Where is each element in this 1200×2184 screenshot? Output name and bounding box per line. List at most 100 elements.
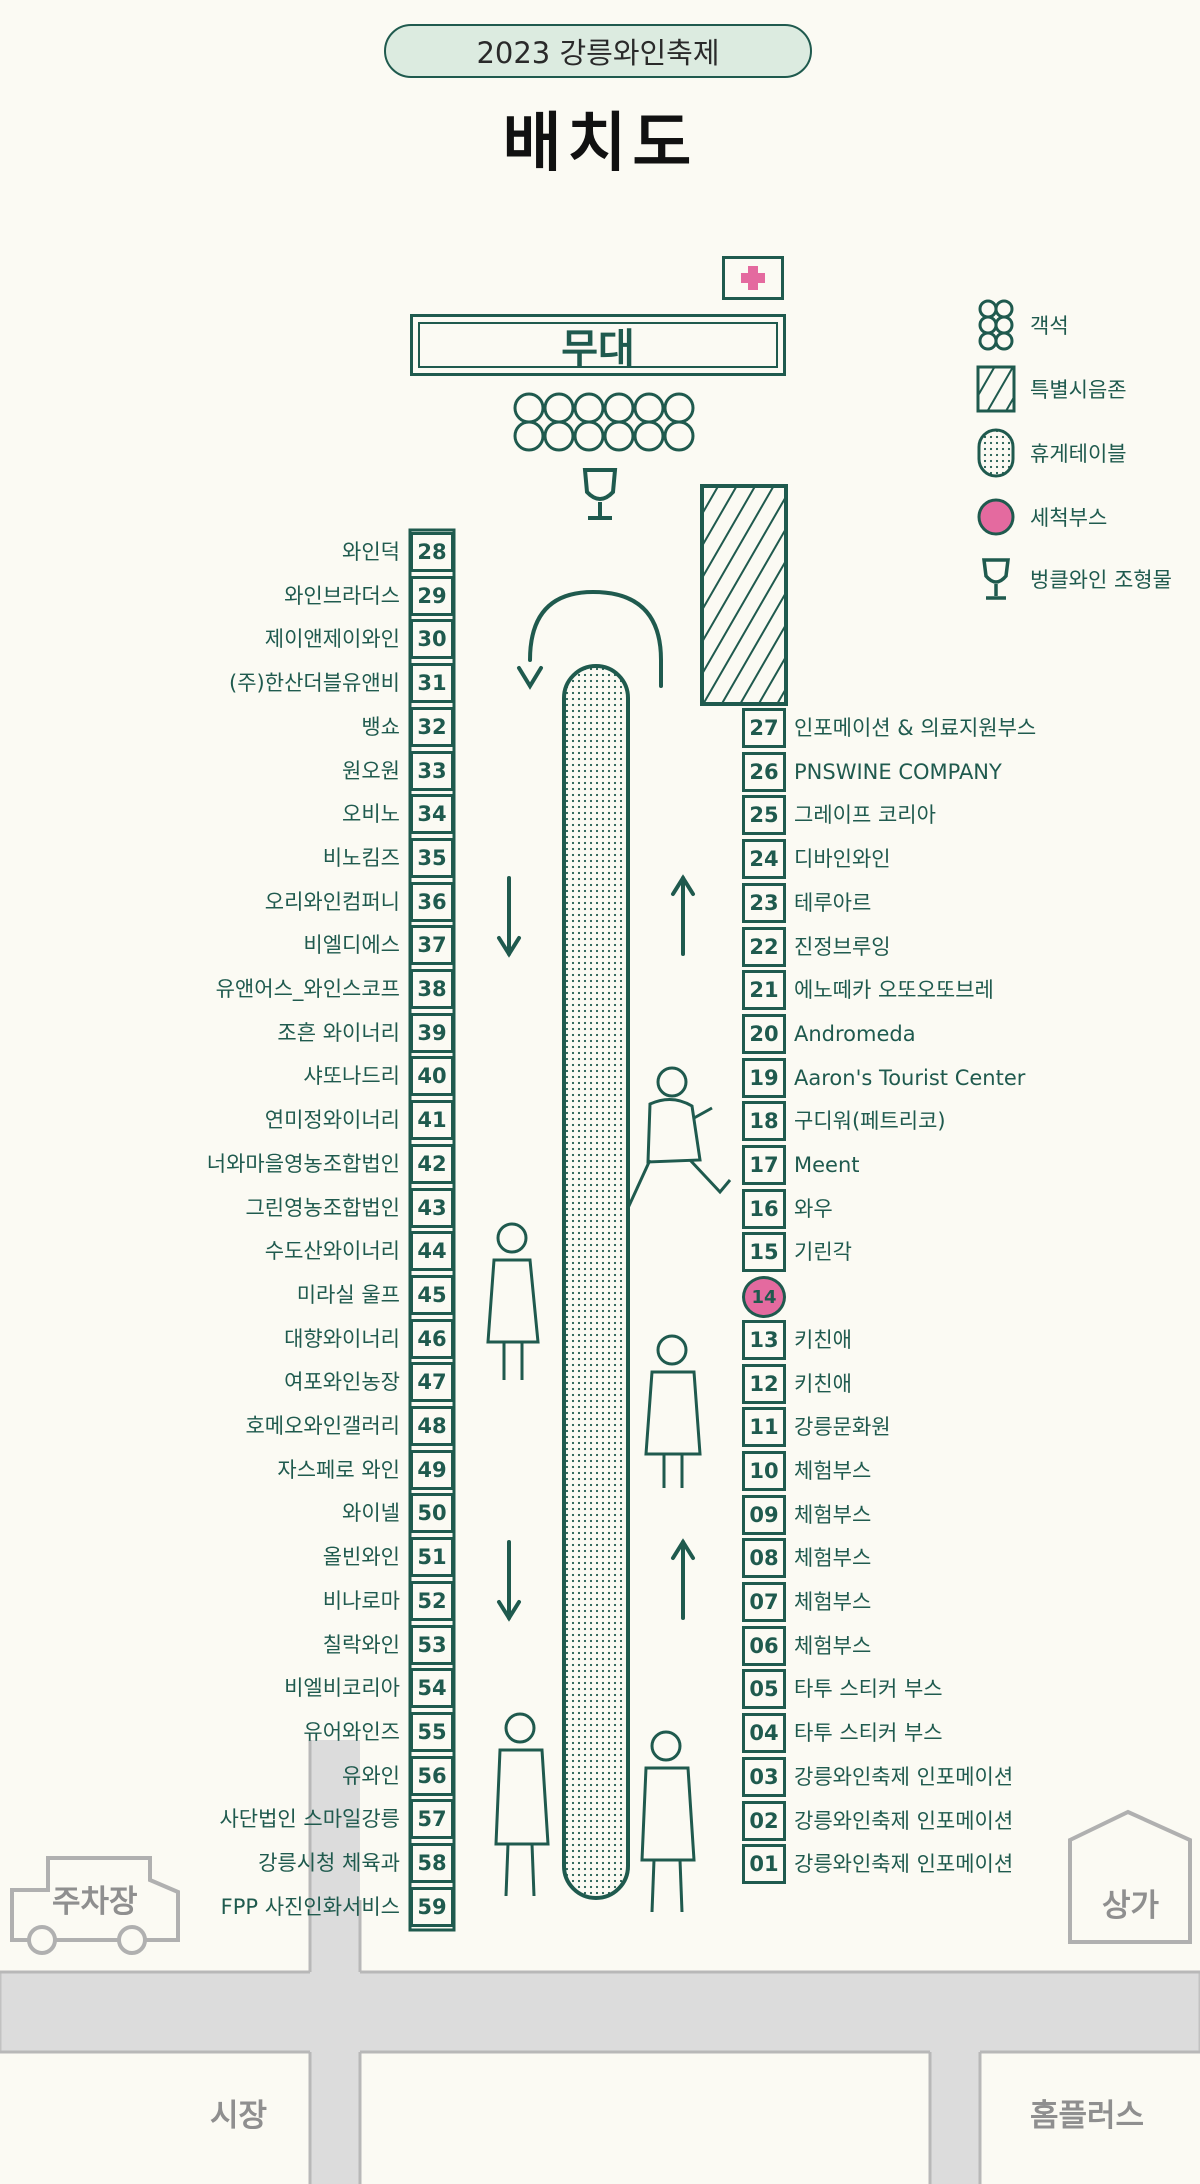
booth-number: 38 — [410, 969, 454, 1009]
legend-rest-table: 휴게테이블 — [976, 428, 1127, 478]
booth-name: 인포메이션 & 의료지원부스 — [794, 716, 1037, 740]
booth-number: 13 — [742, 1319, 786, 1360]
booth-name: 강릉문화원 — [794, 1415, 891, 1440]
rest-table-area — [562, 664, 630, 1900]
legend-seating: 객석 — [976, 299, 1069, 351]
booth-name: Aaron's Tourist Center — [794, 1065, 1026, 1090]
stage: 무대 — [410, 314, 786, 376]
booth-number: 03 — [742, 1756, 786, 1797]
booth-number: 31 — [410, 663, 454, 704]
booth-name: 미라실 울프 — [296, 1282, 400, 1307]
booth-number: 42 — [410, 1143, 454, 1184]
booth-number: 05 — [742, 1669, 786, 1710]
booth-name: 자스페로 와인 — [277, 1457, 400, 1482]
booth-name: PNSWINE COMPANY — [794, 759, 1002, 784]
booth-number: 11 — [742, 1407, 786, 1448]
booth-name: 제이앤제이와인 — [264, 627, 400, 652]
roads — [0, 1740, 1200, 2184]
booth-name: 뱅쇼 — [361, 714, 400, 739]
booth-name: 키친애 — [794, 1327, 852, 1352]
booth-number: 45 — [410, 1274, 454, 1315]
booth-name: 구디워(페트리코) — [794, 1109, 946, 1134]
booth-number: 01 — [742, 1844, 786, 1885]
booth-name: 체험부스 — [794, 1546, 872, 1571]
booth-number: 04 — [742, 1713, 786, 1754]
booth-number: 20 — [742, 1013, 786, 1054]
booth-name: 사단법인 스마일강릉 — [219, 1807, 400, 1832]
booth-number: 54 — [410, 1668, 454, 1709]
booth-number: 07 — [742, 1582, 786, 1622]
booth-name: 디바인와인 — [794, 847, 891, 872]
rest-table-icon — [977, 428, 1015, 478]
festival-name-badge: 2023 강릉와인축제 — [384, 24, 812, 78]
booth-name: 타투 스티커 부스 — [794, 1721, 943, 1746]
booth-number: 33 — [410, 750, 454, 791]
booth-number: 26 — [742, 751, 786, 792]
booth-number: 44 — [410, 1231, 454, 1272]
booth-name: 체험부스 — [794, 1633, 872, 1658]
booth-name: 여포와인농장 — [284, 1370, 400, 1395]
booth-number: 17 — [742, 1145, 786, 1185]
road-to-parking — [310, 1740, 360, 1980]
booth-number: 21 — [742, 970, 786, 1011]
special-tasting-zone-icon — [976, 365, 1016, 413]
booth-name: 와우 — [794, 1196, 833, 1221]
left-booth-column — [408, 528, 456, 1932]
booth-number: 48 — [410, 1406, 454, 1446]
shop-building-icon — [1068, 1809, 1192, 1944]
parking-label: 주차장 — [52, 1884, 138, 1920]
booth-name: 원오원 — [342, 758, 400, 783]
booth-number: 29 — [410, 575, 454, 616]
legend-label: 휴게테이블 — [1030, 442, 1127, 466]
legend-label: 세척부스 — [1030, 506, 1108, 530]
booth-number: 36 — [410, 881, 454, 922]
booth-number: 25 — [742, 795, 786, 836]
booth-number: 51 — [410, 1537, 454, 1578]
booth-name: 진정브루잉 — [794, 934, 891, 959]
booth-number: 58 — [410, 1843, 454, 1883]
woman-with-bottle-illustration — [486, 1222, 540, 1380]
booth-number: 27 — [742, 708, 786, 748]
booth-number: 46 — [410, 1318, 454, 1359]
booth-number: 56 — [410, 1755, 454, 1796]
booth-number: 53 — [410, 1624, 454, 1665]
booth-number: 35 — [410, 837, 454, 878]
booth-name: 그레이프 코리아 — [794, 803, 936, 828]
booth-name: 연미정와이너리 — [264, 1108, 400, 1133]
booth-name: 비엘비코리아 — [284, 1676, 400, 1701]
booth-name: (주)한산더블유앤비 — [229, 671, 400, 696]
booth-number: 12 — [742, 1363, 786, 1404]
booth-name: 유와인 — [342, 1763, 400, 1788]
booth-number: 10 — [742, 1450, 786, 1491]
booth-name: 강릉와인축제 인포메이션 — [794, 1808, 1014, 1833]
legend-label: 특별시음존 — [1030, 378, 1127, 402]
booth-number: 24 — [742, 839, 786, 880]
booth-name: Meent — [794, 1153, 860, 1177]
booth-number: 50 — [410, 1493, 454, 1534]
legend-wine-sculpture: 벙클와인 조형물 — [976, 554, 1172, 604]
booth-name: 유어와인즈 — [303, 1719, 400, 1744]
special-tasting-zone — [700, 484, 788, 706]
booth-name: 오리와인컴퍼니 — [264, 889, 400, 914]
booth-name: 키친애 — [794, 1371, 852, 1396]
booth-name: 비노킴즈 — [322, 845, 400, 870]
booth-number: 28 — [410, 532, 454, 572]
booth-number: 59 — [410, 1886, 454, 1927]
wine-glass-sculpture-icon — [982, 558, 1010, 600]
woman-holding-glass-illustration — [644, 1334, 702, 1488]
booth-name: 와인덕 — [342, 540, 400, 564]
first-aid-icon — [722, 256, 784, 300]
booth-name: 에노떼카 오또오또브레 — [794, 978, 994, 1003]
booth-number: 23 — [742, 882, 786, 923]
walking-direction-arrows — [497, 589, 695, 1622]
booth-number: 16 — [742, 1188, 786, 1229]
legend-wash-booth: 세척부스 — [976, 492, 1107, 542]
booth-number: 15 — [742, 1232, 786, 1273]
booth-number: 55 — [410, 1711, 454, 1752]
booth-name: 기린각 — [794, 1240, 852, 1265]
booth-number: 18 — [742, 1101, 786, 1142]
booth-name: 타투 스티커 부스 — [794, 1677, 943, 1702]
booth-number: 47 — [410, 1362, 454, 1403]
booth-number: 06 — [742, 1625, 786, 1666]
seating-icon — [978, 299, 1014, 351]
